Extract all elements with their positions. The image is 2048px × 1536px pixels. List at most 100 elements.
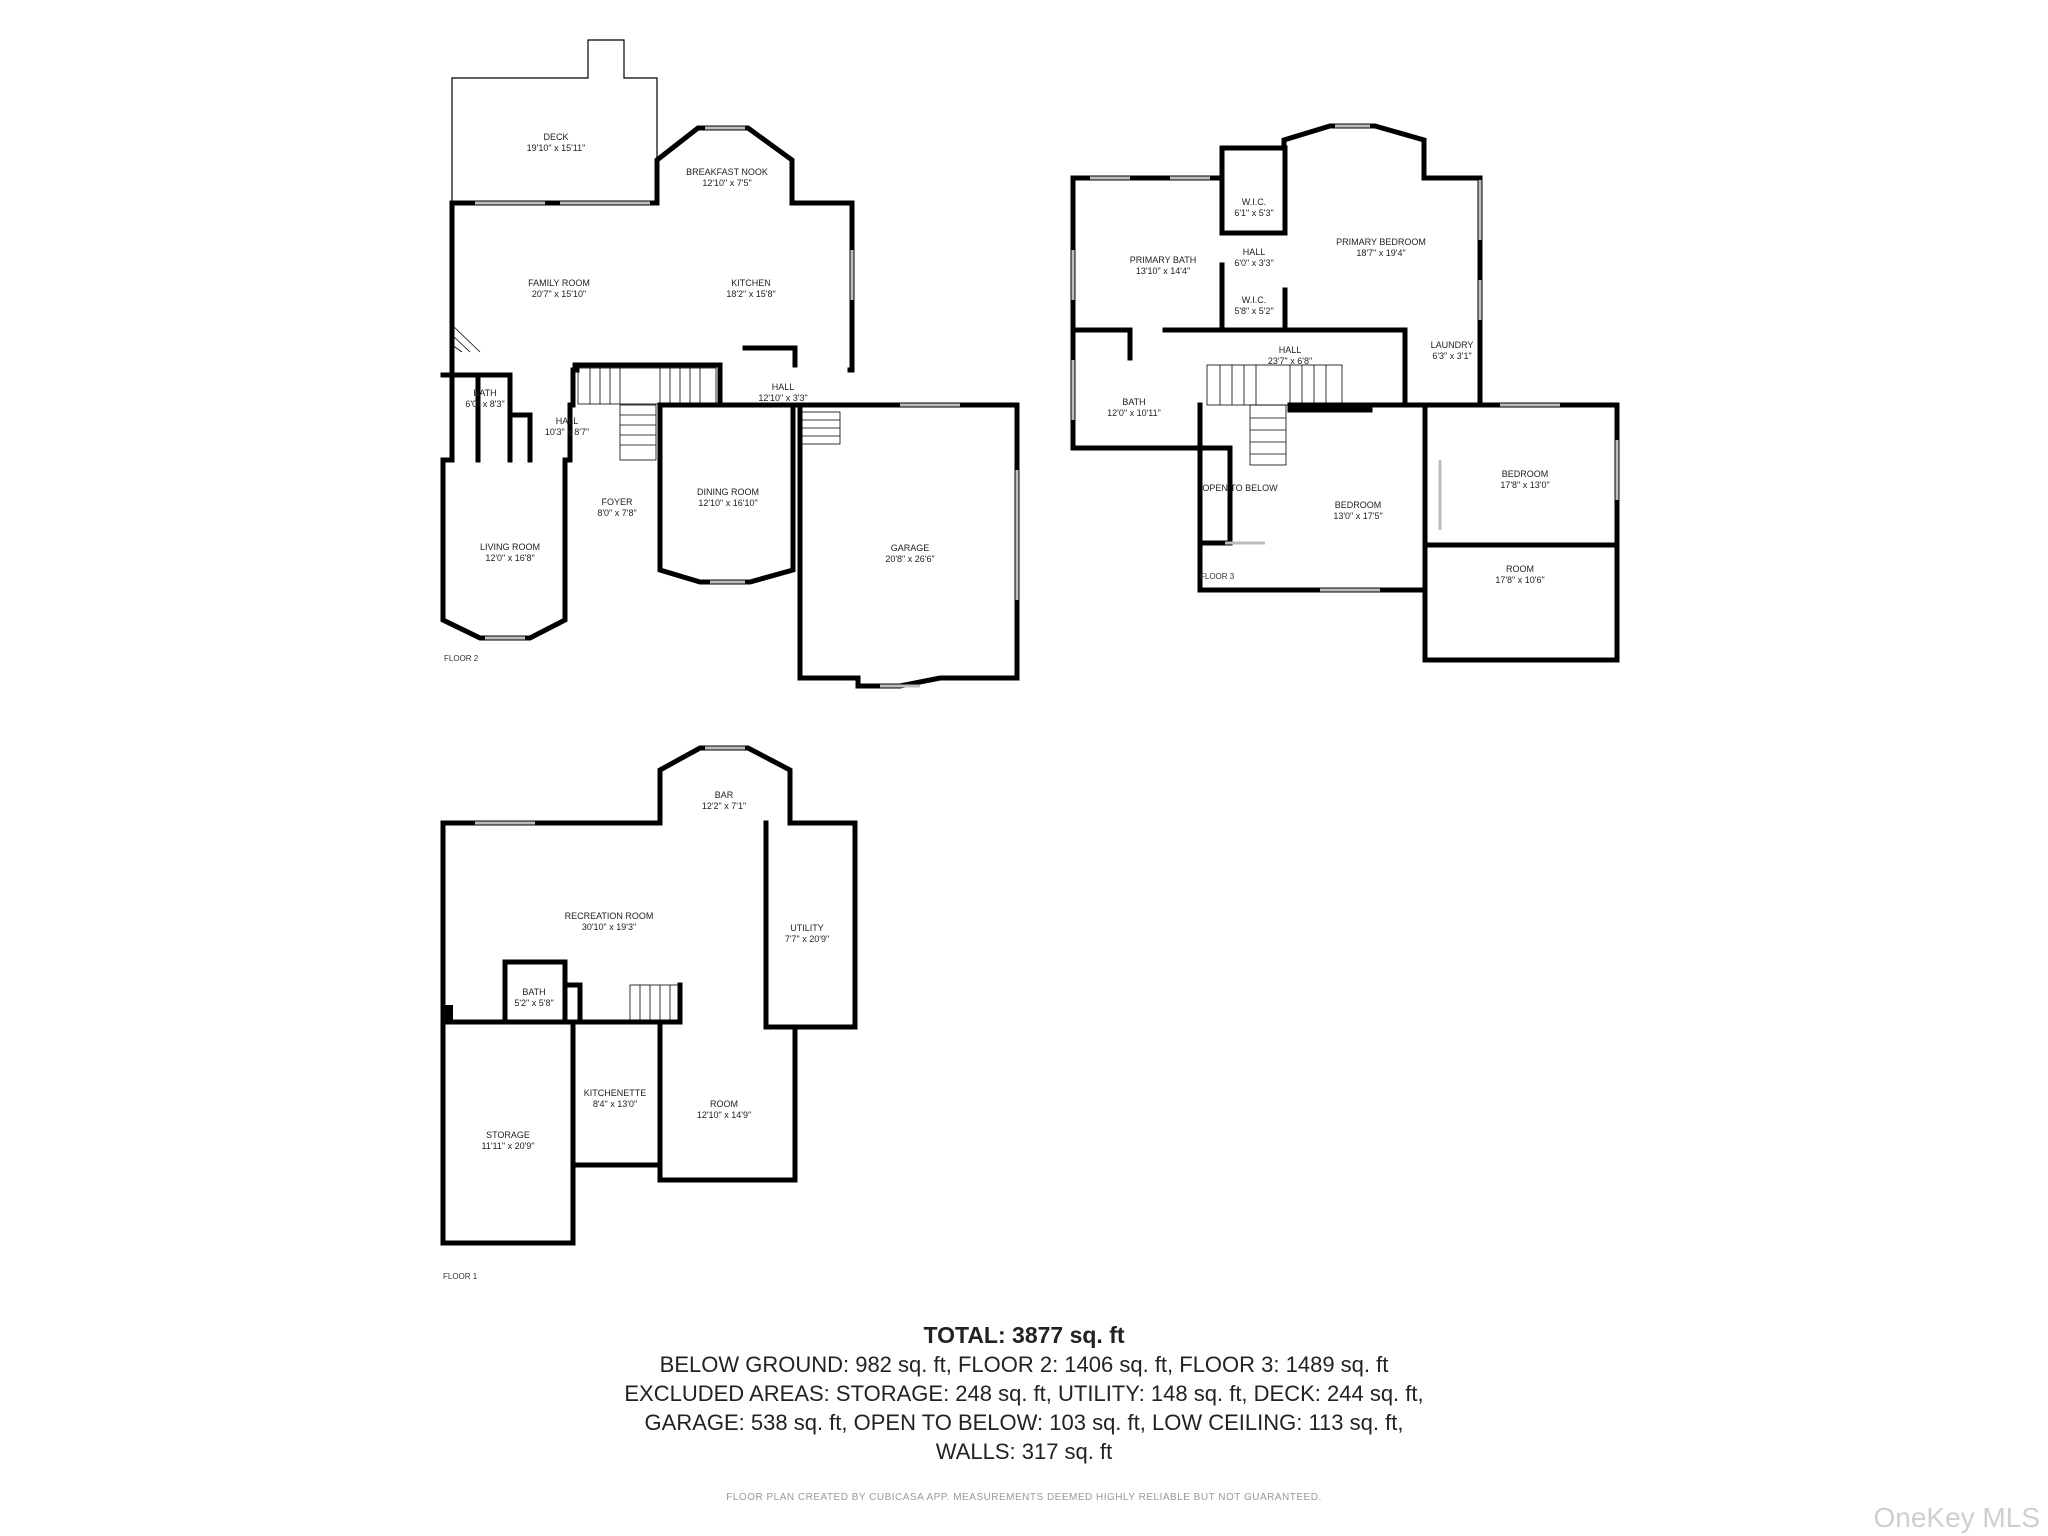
room-dimension: 12'10" x 16'10" xyxy=(698,498,757,508)
room-label: LAUNDRY xyxy=(1431,340,1474,350)
room-dimension: 7'7" x 20'9" xyxy=(785,934,829,944)
floor-3-interior-wall xyxy=(1070,145,1620,663)
room-label: HALL xyxy=(772,382,795,392)
credit-note: FLOOR PLAN CREATED BY CUBICASA APP. MEAS… xyxy=(726,1492,1322,1503)
room-label: FOYER xyxy=(601,497,633,507)
room-label: HALL xyxy=(1279,345,1302,355)
floor-label: FLOOR 2 xyxy=(444,654,479,663)
room-label: BATH xyxy=(473,388,496,398)
floor-label: FLOOR 3 xyxy=(1200,572,1235,581)
room-label: BATH xyxy=(1122,397,1145,407)
room-dimension: 8'4" x 13'0" xyxy=(593,1099,637,1109)
floor-3-stairs xyxy=(1206,364,1343,466)
room-dimension: 18'2" x 15'8" xyxy=(726,289,775,299)
room-dimension: 23'7" x 6'8" xyxy=(1268,356,1312,366)
floor-1-stairs xyxy=(629,984,681,1023)
summary-line: GARAGE: 538 sq. ft, OPEN TO BELOW: 103 s… xyxy=(644,1410,1404,1435)
room-label: W.I.C.6'1" x 5'3" xyxy=(1234,197,1273,218)
room-label: BEDROOM xyxy=(1335,500,1382,510)
room-label: BREAKFAST NOOK xyxy=(686,167,768,177)
room-dimension: 11'11" x 20'9" xyxy=(481,1141,534,1151)
room-dimension: 12'10" x 3'3" xyxy=(758,393,807,403)
room-dimension: 12'10" x 14'9" xyxy=(697,1110,751,1120)
floor-2-stairs xyxy=(451,324,841,461)
room-dimension: 8'0" x 7'8" xyxy=(597,508,636,518)
floor-1-column xyxy=(443,1005,453,1022)
room-dimension: 6'0" x 8'3" xyxy=(465,399,504,409)
room-dimension: 12'10" x 7'5" xyxy=(702,178,751,188)
room-dimension: 5'2" x 5'8" xyxy=(514,998,553,1008)
room-label: W.I.C. xyxy=(1242,295,1267,305)
room-label: BATH xyxy=(522,987,545,997)
floor-2-plan xyxy=(440,39,1020,689)
floor-2-west-wall xyxy=(440,200,573,641)
summary-line: WALLS: 317 sq. ft xyxy=(935,1439,1113,1464)
room-label: PRIMARY BATH xyxy=(1130,255,1197,265)
room-label: RECREATION ROOM xyxy=(565,911,654,921)
deck-outline xyxy=(451,39,658,203)
floor-1-plan xyxy=(440,745,858,1246)
room-label: PRIMARY BEDROOM xyxy=(1336,237,1426,247)
total-area: TOTAL: 3877 sq. ft xyxy=(923,1322,1125,1348)
room-label: ROOM xyxy=(1506,564,1534,574)
room-label: STORAGE xyxy=(486,1130,530,1140)
area-summary: TOTAL: 3877 sq. ft BELOW GROUND: 982 sq.… xyxy=(0,1320,2048,1466)
room-dimension: 13'10" x 14'4" xyxy=(1136,266,1190,276)
floor-1-exterior-wall xyxy=(440,745,858,1246)
room-dimension: 12'2" x 7'1" xyxy=(702,801,746,811)
watermark: OneKey MLS xyxy=(1873,1502,2040,1533)
summary-line: BELOW GROUND: 982 sq. ft, FLOOR 2: 1406 … xyxy=(659,1352,1389,1377)
room-label: KITCHENETTE xyxy=(584,1088,647,1098)
floor-label: FLOOR 1 xyxy=(443,1272,478,1281)
room-dimension: 19'10" x 15'11" xyxy=(527,143,586,153)
room-dimension: 12'0" x 10'11" xyxy=(1107,408,1161,418)
room-label: OPEN TO BELOW xyxy=(1202,483,1278,493)
room-dimension: 20'7" x 15'10" xyxy=(532,289,586,299)
room-label: UTILITY xyxy=(790,923,824,933)
floor-1-windows xyxy=(475,746,745,825)
floor-2-foyer-wall xyxy=(567,367,580,463)
floor-3-windows xyxy=(1071,124,1619,592)
room-dimension: 6'1" x 5'3" xyxy=(1234,208,1273,218)
room-dimension: 30'10" x 19'3" xyxy=(582,922,636,932)
room-dimension: 12'0" x 16'8" xyxy=(485,553,534,563)
room-dimension: 6'3" x 3'1" xyxy=(1432,351,1471,361)
floor-2-exterior-wall xyxy=(449,125,855,373)
room-dimension: 18'7" x 19'4" xyxy=(1356,248,1405,258)
summary-line: EXCLUDED AREAS: STORAGE: 248 sq. ft, UTI… xyxy=(624,1381,1424,1406)
room-label: FAMILY ROOM xyxy=(528,278,590,288)
room-label: GARAGE xyxy=(891,543,930,553)
room-label: W.I.C.5'8" x 5'2" xyxy=(1234,295,1273,316)
room-label: DINING ROOM xyxy=(697,487,759,497)
floor-3-plan xyxy=(1070,123,1620,663)
room-label: HALL xyxy=(556,416,579,426)
